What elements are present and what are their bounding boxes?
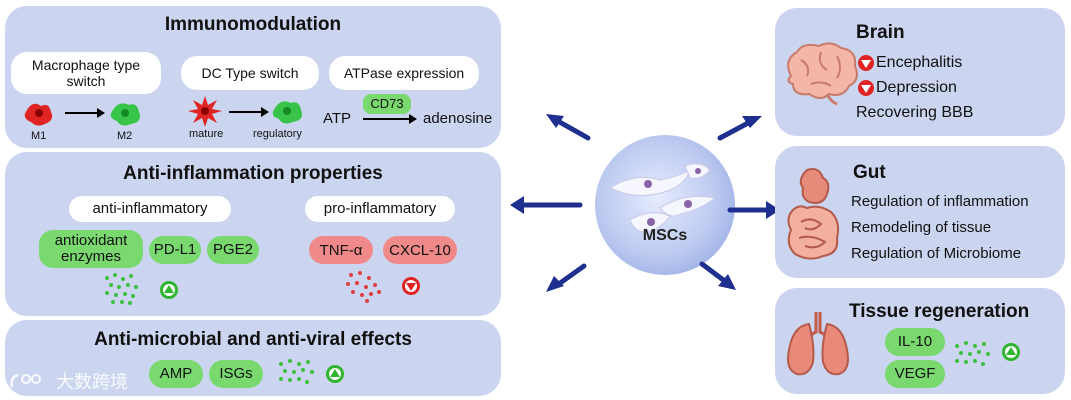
brain-item-depression: Depression — [876, 79, 957, 96]
brain-icon — [787, 42, 858, 106]
green-particles-icon — [105, 273, 138, 305]
gut-item-microbiome: Regulation of Microbiome — [851, 245, 1022, 262]
vegf-badge: VEGF — [885, 360, 945, 388]
cd73-badge: CD73 — [363, 94, 411, 114]
brain-title: Brain — [856, 22, 905, 43]
pd-l1-badge: PD-L1 — [149, 236, 201, 264]
m2-label: M2 — [117, 130, 133, 142]
green-particles-icon — [279, 359, 314, 384]
antimicrobial-panel: Anti-microbial and anti-viral effects AM… — [5, 320, 501, 396]
watermark: 大数跨境 — [8, 368, 128, 394]
il-10-badge: IL-10 — [885, 328, 945, 356]
arrow-up-right-icon — [717, 119, 753, 141]
immunomodulation-panel: Immunomodulation Macrophage type switch … — [5, 6, 501, 148]
green-particles-icon — [955, 341, 990, 366]
gut-item-inflammation: Regulation of inflammation — [851, 193, 1029, 210]
arrow-down-right-icon — [699, 261, 729, 285]
dc-switch-graphic — [188, 96, 302, 127]
atpase-label: ATPase expression — [329, 56, 479, 90]
brain-extra: Recovering BBB — [856, 104, 974, 121]
tnf-alpha-badge: TNF-α — [309, 236, 373, 264]
m1-label: M1 — [31, 130, 47, 142]
pro-inflammatory-label: pro-inflammatory — [305, 196, 455, 222]
watermark-logo-icon — [10, 373, 41, 388]
msc-label: MSCs — [642, 227, 688, 244]
tissue-title: Tissue regeneration — [849, 301, 1030, 322]
upregulation-icon — [160, 281, 178, 299]
arrow-down-left-icon — [553, 263, 587, 289]
downregulation-icon — [858, 55, 874, 71]
tissue-panel: Tissue regeneration IL-10 VEGF — [775, 288, 1065, 394]
anti-inflammatory-label: anti-inflammatory — [69, 196, 231, 222]
downregulation-icon — [858, 80, 874, 96]
gut-icon — [787, 168, 840, 260]
atp-label: ATP — [323, 110, 352, 127]
brain-item-encephalitis: Encephalitis — [876, 54, 963, 71]
gut-item-remodeling: Remodeling of tissue — [851, 219, 992, 236]
gut-title: Gut — [853, 162, 886, 183]
antioxidant-enzymes-badge: antioxidant enzymes — [39, 230, 143, 268]
anti-inflammation-panel: Anti-inflammation properties anti-inflam… — [5, 152, 501, 316]
adenosine-label: adenosine — [423, 110, 493, 127]
downregulation-icon — [402, 277, 420, 295]
red-particles-icon — [346, 271, 381, 303]
watermark-text: 大数跨境 — [56, 372, 128, 393]
lungs-icon — [787, 312, 849, 376]
regulatory-label: regulatory — [253, 128, 302, 140]
brain-panel: Brain Encephalitis Depression Recovering… — [775, 8, 1065, 136]
macrophage-switch-graphic — [24, 103, 140, 126]
atp-arrow-icon — [363, 114, 417, 124]
gut-panel: Gut Regulation of inflammation Remodelin… — [775, 146, 1065, 278]
msc-center-graphic — [510, 114, 780, 292]
dc-switch-label: DC Type switch — [181, 56, 319, 90]
pge2-badge: PGE2 — [207, 236, 259, 264]
upregulation-icon — [1002, 343, 1020, 361]
arrow-up-left-icon — [553, 117, 591, 141]
macrophage-switch-label: Macrophage type switch — [11, 52, 161, 94]
antimicrobial-title: Anti-microbial and anti-viral effects — [94, 329, 412, 350]
upregulation-icon — [326, 365, 344, 383]
amp-badge: AMP — [149, 360, 203, 388]
immunomodulation-title: Immunomodulation — [164, 14, 342, 35]
mature-label: mature — [189, 128, 224, 140]
cxcl-10-badge: CXCL-10 — [383, 236, 457, 264]
anti-inflammation-title: Anti-inflammation properties — [123, 163, 383, 184]
isgs-badge: ISGs — [209, 360, 263, 388]
